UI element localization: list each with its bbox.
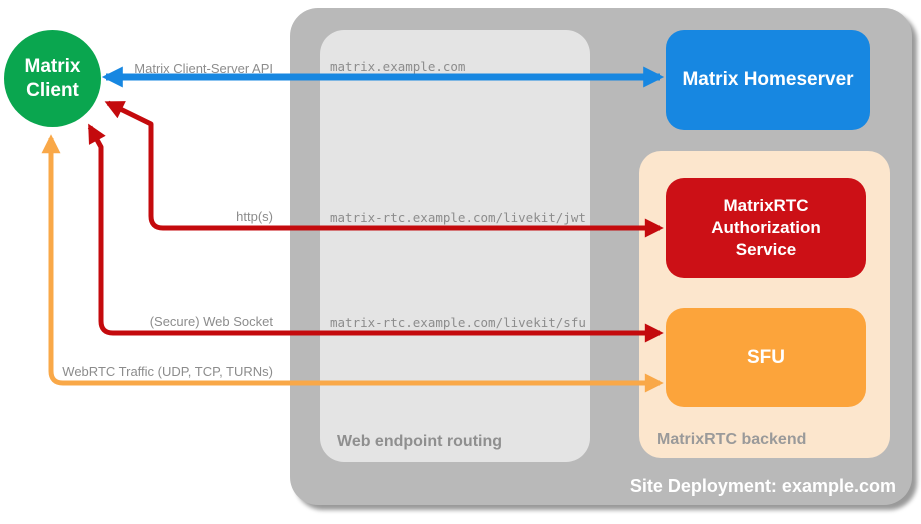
https-arrow-label: http(s) — [236, 209, 273, 224]
client-server-api-arrow-label: Matrix Client-Server API — [134, 61, 273, 76]
site-deployment-caption: Site Deployment: example.com — [629, 476, 896, 496]
matrix-homeserver-label: Matrix Homeserver — [682, 69, 854, 90]
web-endpoint-routing-group: Web endpoint routing — [320, 30, 590, 462]
web-endpoint-routing-caption: Web endpoint routing — [337, 433, 503, 450]
url-label-livekit-jwt: matrix-rtc.example.com/livekit/jwt — [330, 210, 586, 225]
matrixrtc-auth-service-label: MatrixRTC Authorization Service — [711, 195, 821, 260]
sfu-label: SFU — [747, 346, 785, 368]
matrixrtc-auth-service-node: MatrixRTC Authorization Service — [666, 178, 866, 278]
webrtc-traffic-arrow-label: WebRTC Traffic (UDP, TCP, TURNs) — [62, 364, 273, 379]
url-label-livekit-sfu: matrix-rtc.example.com/livekit/sfu — [330, 315, 586, 330]
sfu-node: SFU — [666, 308, 866, 407]
matrix-homeserver-node: Matrix Homeserver — [666, 30, 870, 130]
matrix-client-label: Matrix Client — [24, 55, 81, 101]
matrixrtc-backend-caption: MatrixRTC backend — [657, 431, 807, 448]
matrix-client-node: Matrix Client — [4, 30, 101, 127]
web-socket-arrow-label: (Secure) Web Socket — [149, 314, 273, 329]
url-label-homeserver: matrix.example.com — [330, 59, 466, 74]
